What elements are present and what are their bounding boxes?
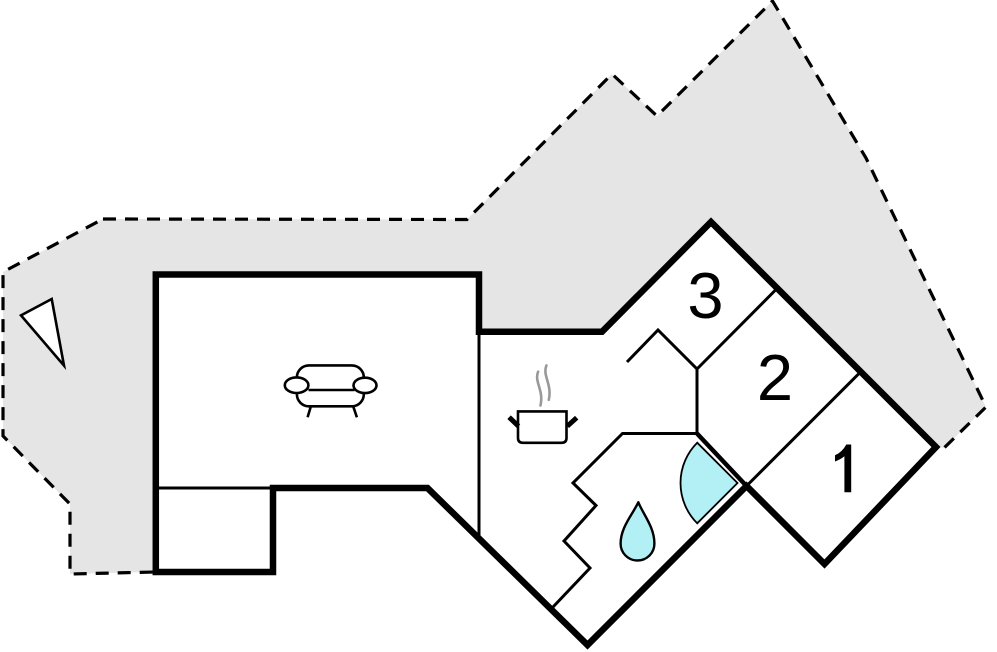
svg-text:2: 2 — [757, 341, 793, 414]
svg-text:3: 3 — [687, 259, 723, 332]
